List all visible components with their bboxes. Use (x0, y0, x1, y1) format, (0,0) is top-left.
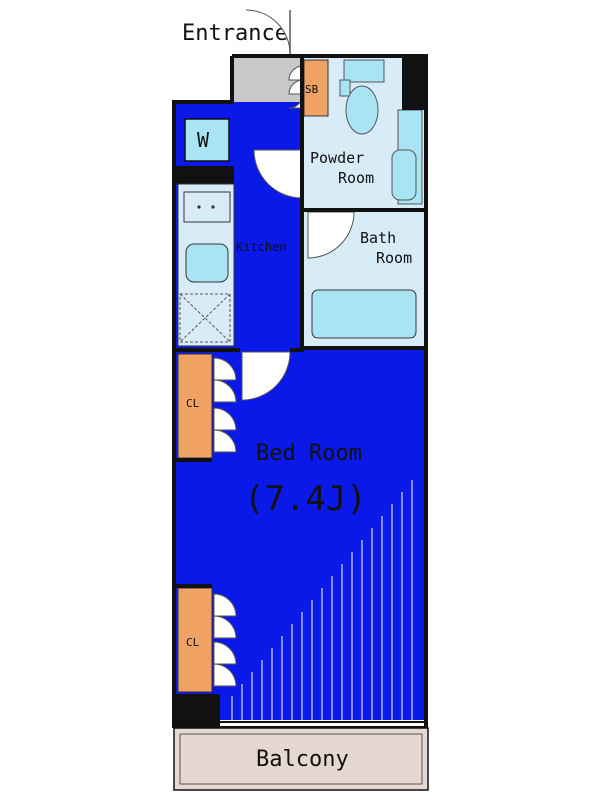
wall-column-top-right (402, 56, 428, 110)
bath-room-label-2: Room (376, 249, 412, 267)
powder-room-label-2: Room (338, 169, 374, 187)
entrance-door[interactable] (245, 9, 291, 55)
shoe-box-label: SB (305, 83, 319, 96)
bathtub (311, 289, 417, 339)
closet-upper-doors[interactable] (213, 357, 237, 453)
sink-icon (185, 243, 229, 283)
refrigerator-space (179, 293, 231, 343)
washer-label: W (197, 128, 210, 152)
kitchen-label: Kitchen (236, 240, 287, 254)
kitchen-counter-end (176, 166, 234, 184)
closet-upper-label: CL (186, 397, 200, 410)
kitchen-counter (177, 183, 235, 347)
balcony: Balcony (173, 727, 429, 791)
walls (172, 54, 428, 728)
powder-room-door[interactable] (253, 149, 303, 199)
wall-column-bottom-left (174, 694, 220, 728)
bed-room-door[interactable] (241, 351, 291, 401)
bed-room-size: (7.4J) (244, 479, 367, 519)
toilet (339, 59, 385, 135)
closet-lower: CL (177, 587, 213, 693)
stove-icon (183, 191, 231, 223)
bath-room-door[interactable] (307, 211, 355, 259)
bath-room-label-1: Bath (360, 229, 396, 247)
bed-room-label: Bed Room (256, 441, 362, 466)
washer: W (180, 115, 232, 165)
window-hatching (231, 480, 413, 720)
powder-room-label-1: Powder (310, 149, 364, 167)
balcony-window[interactable] (220, 721, 426, 728)
wash-basin (391, 109, 423, 205)
closet-upper: CL (177, 353, 213, 459)
balcony-label: Balcony (256, 747, 349, 772)
shoe-box: SB (303, 59, 329, 117)
closet-lower-doors[interactable] (213, 593, 237, 687)
entrance-label: Entrance (182, 21, 288, 46)
closet-lower-label: CL (186, 636, 200, 649)
